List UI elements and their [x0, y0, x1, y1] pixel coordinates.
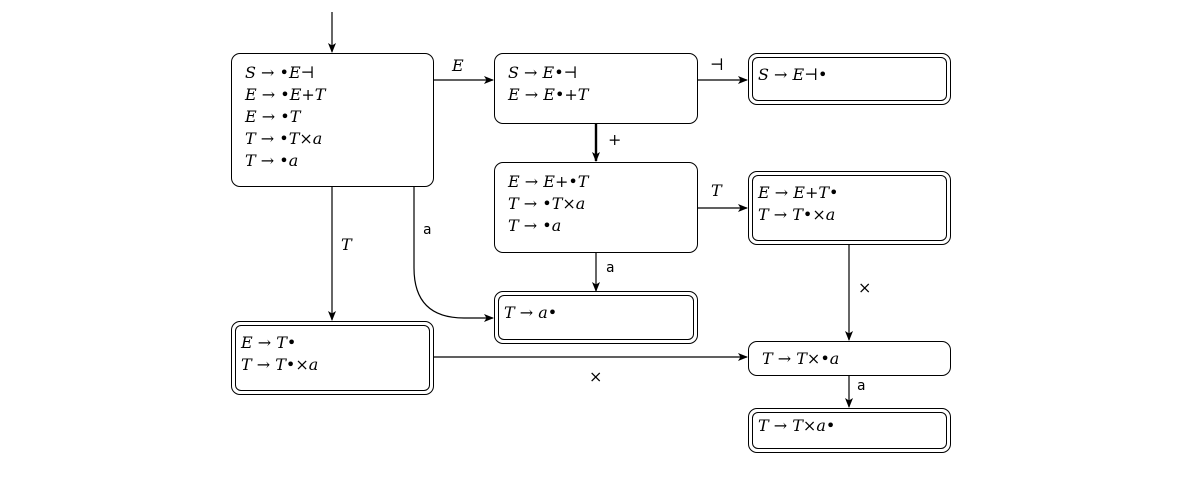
item: E → •E+T: [245, 85, 326, 104]
label-s3-s5: a: [606, 260, 615, 276]
item: T → a•: [504, 303, 558, 322]
state-s8: T → T×a•: [748, 408, 951, 453]
item: E → E•+T: [508, 85, 589, 104]
label-s0-s6: T: [341, 235, 352, 254]
state-s5: T → a•: [494, 291, 698, 344]
state-s1: S → E•⊣ E → E•+T: [494, 53, 698, 124]
label-s4-s7: ×: [858, 278, 872, 297]
label-s6-s7: ×: [589, 367, 603, 386]
item: E → T•: [241, 333, 297, 352]
state-s4: E → E+T• T → T•×a: [748, 171, 951, 245]
item: T → T×•a: [762, 349, 840, 368]
label-s0-s5: a: [423, 222, 432, 238]
state-s6: E → T• T → T•×a: [231, 321, 434, 395]
state-s0: S → •E⊣ E → •E+T E → •T T → •T×a T → •a: [231, 53, 434, 187]
item: S → E•⊣: [508, 63, 578, 82]
item: E → E+•T: [508, 172, 589, 191]
label-s3-s4: T: [711, 181, 722, 200]
item: T → •a: [245, 151, 299, 170]
item: T → •a: [508, 216, 562, 235]
item: T → T•×a: [758, 205, 836, 224]
state-s2: S → E⊣•: [748, 53, 951, 105]
item: E → •T: [245, 107, 301, 126]
label-s0-s1: E: [452, 56, 464, 75]
item: T → T•×a: [241, 355, 319, 374]
item: S → E⊣•: [758, 65, 828, 84]
state-s7: T → T×•a: [748, 341, 951, 376]
item: T → T×a•: [758, 416, 836, 435]
label-s1-s2: ⊣: [710, 55, 724, 74]
item: S → •E⊣: [245, 63, 315, 82]
item: T → •T×a: [508, 194, 586, 213]
label-s7-s8: a: [857, 378, 866, 394]
label-s1-s3: +: [608, 130, 622, 149]
item: T → •T×a: [245, 129, 323, 148]
arrow-s0-s5: [413, 187, 494, 322]
item: E → E+T•: [758, 183, 839, 202]
state-s3: E → E+•T T → •T×a T → •a: [494, 162, 698, 253]
